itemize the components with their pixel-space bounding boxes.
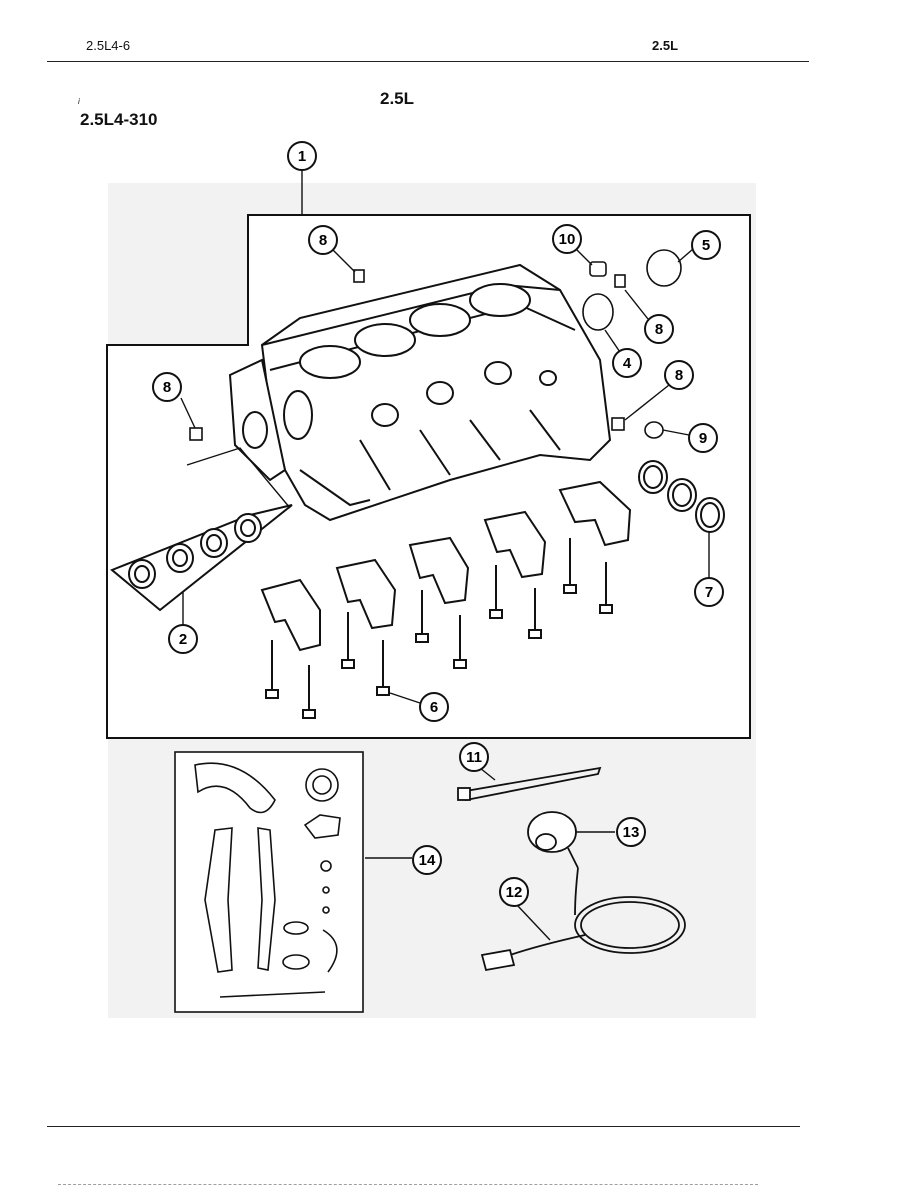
footer-scan-artifacts — [58, 1184, 758, 1188]
gasket-kit-frame — [174, 751, 364, 1013]
callout-labels: 1 2 4 5 6 7 8 8 8 8 9 10 11 12 13 14 — [152, 141, 724, 907]
cap-4 — [582, 293, 614, 331]
callout-8-top: 8 — [308, 225, 338, 255]
header-rule — [47, 61, 809, 62]
heater-cord — [480, 867, 686, 972]
cam-bearings — [638, 460, 725, 533]
svg-text:7: 7 — [705, 584, 713, 601]
main-bearing-set — [110, 504, 293, 612]
cylinder-block — [228, 263, 612, 522]
callout-6: 6 — [419, 692, 449, 722]
plug-8-top — [353, 269, 365, 283]
plug-10 — [589, 261, 607, 277]
header-right: 2.5L — [652, 38, 679, 53]
callout-8-left: 8 — [152, 372, 182, 402]
svg-text:6: 6 — [430, 699, 438, 716]
svg-text:13: 13 — [623, 824, 640, 841]
svg-text:11: 11 — [466, 749, 482, 766]
plug-8-right — [611, 417, 625, 431]
cap-5 — [646, 249, 682, 287]
callout-4: 4 — [612, 348, 642, 378]
svg-text:4: 4 — [623, 355, 632, 372]
callout-5: 5 — [691, 230, 721, 260]
svg-text:8: 8 — [655, 321, 663, 338]
svg-text:8: 8 — [319, 232, 327, 249]
svg-text:10: 10 — [559, 231, 576, 248]
callout-8-mid: 8 — [644, 314, 674, 344]
plug-8-left — [189, 427, 203, 441]
gasket-kit — [194, 762, 341, 998]
callout-7: 7 — [694, 577, 724, 607]
callout-1: 1 — [287, 141, 317, 171]
callout-11: 11 — [459, 742, 489, 772]
callout-9: 9 — [688, 423, 718, 453]
section-subtitle: 2.5L4-310 — [80, 110, 158, 129]
leader-bearing-set — [186, 447, 291, 509]
svg-text:5: 5 — [702, 237, 710, 254]
callout-12: 12 — [499, 877, 529, 907]
svg-text:8: 8 — [675, 367, 683, 384]
svg-text:9: 9 — [699, 430, 707, 447]
callout-8-right: 8 — [664, 360, 694, 390]
main-bearing-caps — [260, 480, 632, 652]
section-title: 2.5L — [380, 89, 415, 108]
callout-10: 10 — [552, 224, 582, 254]
svg-text:1: 1 — [298, 148, 306, 165]
header-left: 2.5L4-6 — [86, 38, 131, 53]
callout-14: 14 — [412, 845, 442, 875]
dipstick-tube — [457, 766, 602, 801]
svg-text:12: 12 — [506, 884, 523, 901]
svg-text:14: 14 — [419, 852, 436, 869]
stray-mark: i — [78, 97, 80, 106]
svg-text:8: 8 — [163, 379, 171, 396]
callout-2: 2 — [168, 624, 198, 654]
core-plugs — [189, 249, 682, 441]
main-cap-bolts — [265, 538, 613, 719]
svg-text:2: 2 — [179, 631, 187, 648]
plug-8-right-top — [614, 274, 626, 288]
callout-13: 13 — [616, 817, 646, 847]
plug-9 — [644, 421, 664, 439]
footer-rule — [47, 1126, 800, 1127]
